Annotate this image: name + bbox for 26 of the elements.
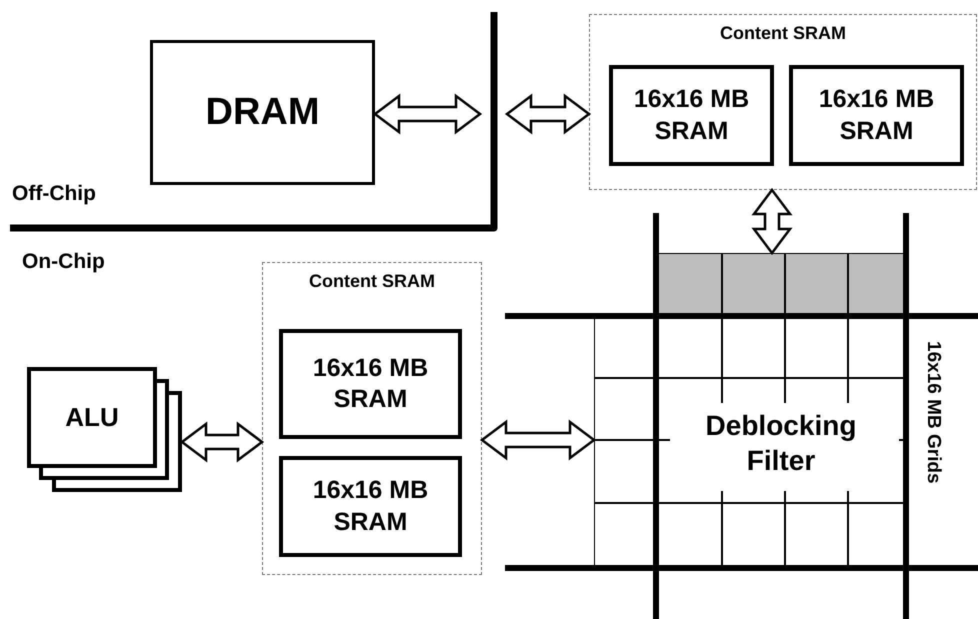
sram-box (279, 456, 462, 557)
group-title: Content SRAM (308, 272, 436, 290)
box-label: 16x16 MB SRAM (312, 475, 430, 538)
double-arrow (372, 94, 482, 134)
grid-drawing (594, 253, 978, 619)
sram-box (789, 65, 964, 166)
double-arrow (180, 422, 264, 462)
double-arrow (480, 420, 596, 460)
memory-box (150, 40, 375, 185)
group-title: Content SRAM (719, 24, 847, 42)
sram-box (609, 65, 774, 166)
sram-box (279, 329, 462, 439)
double-arrow (752, 188, 792, 256)
box-label: 16x16 MB SRAM (312, 352, 430, 415)
alu-stack (27, 367, 182, 493)
region-label: Off-Chip (12, 181, 96, 207)
grid-label: 16x16 MB Grids (924, 341, 943, 484)
dashed-group-box (262, 262, 482, 575)
dashed-group-box (589, 14, 977, 190)
box-label: 16x16 MB SRAM (818, 84, 936, 146)
box-label: 16x16 MB SRAM (632, 84, 750, 146)
box-label: DRAM (206, 90, 320, 135)
box-label: ALU (65, 401, 119, 434)
block-label: Deblocking Filter (704, 409, 858, 478)
double-arrow (504, 94, 592, 134)
region-label: On-Chip (22, 249, 105, 275)
